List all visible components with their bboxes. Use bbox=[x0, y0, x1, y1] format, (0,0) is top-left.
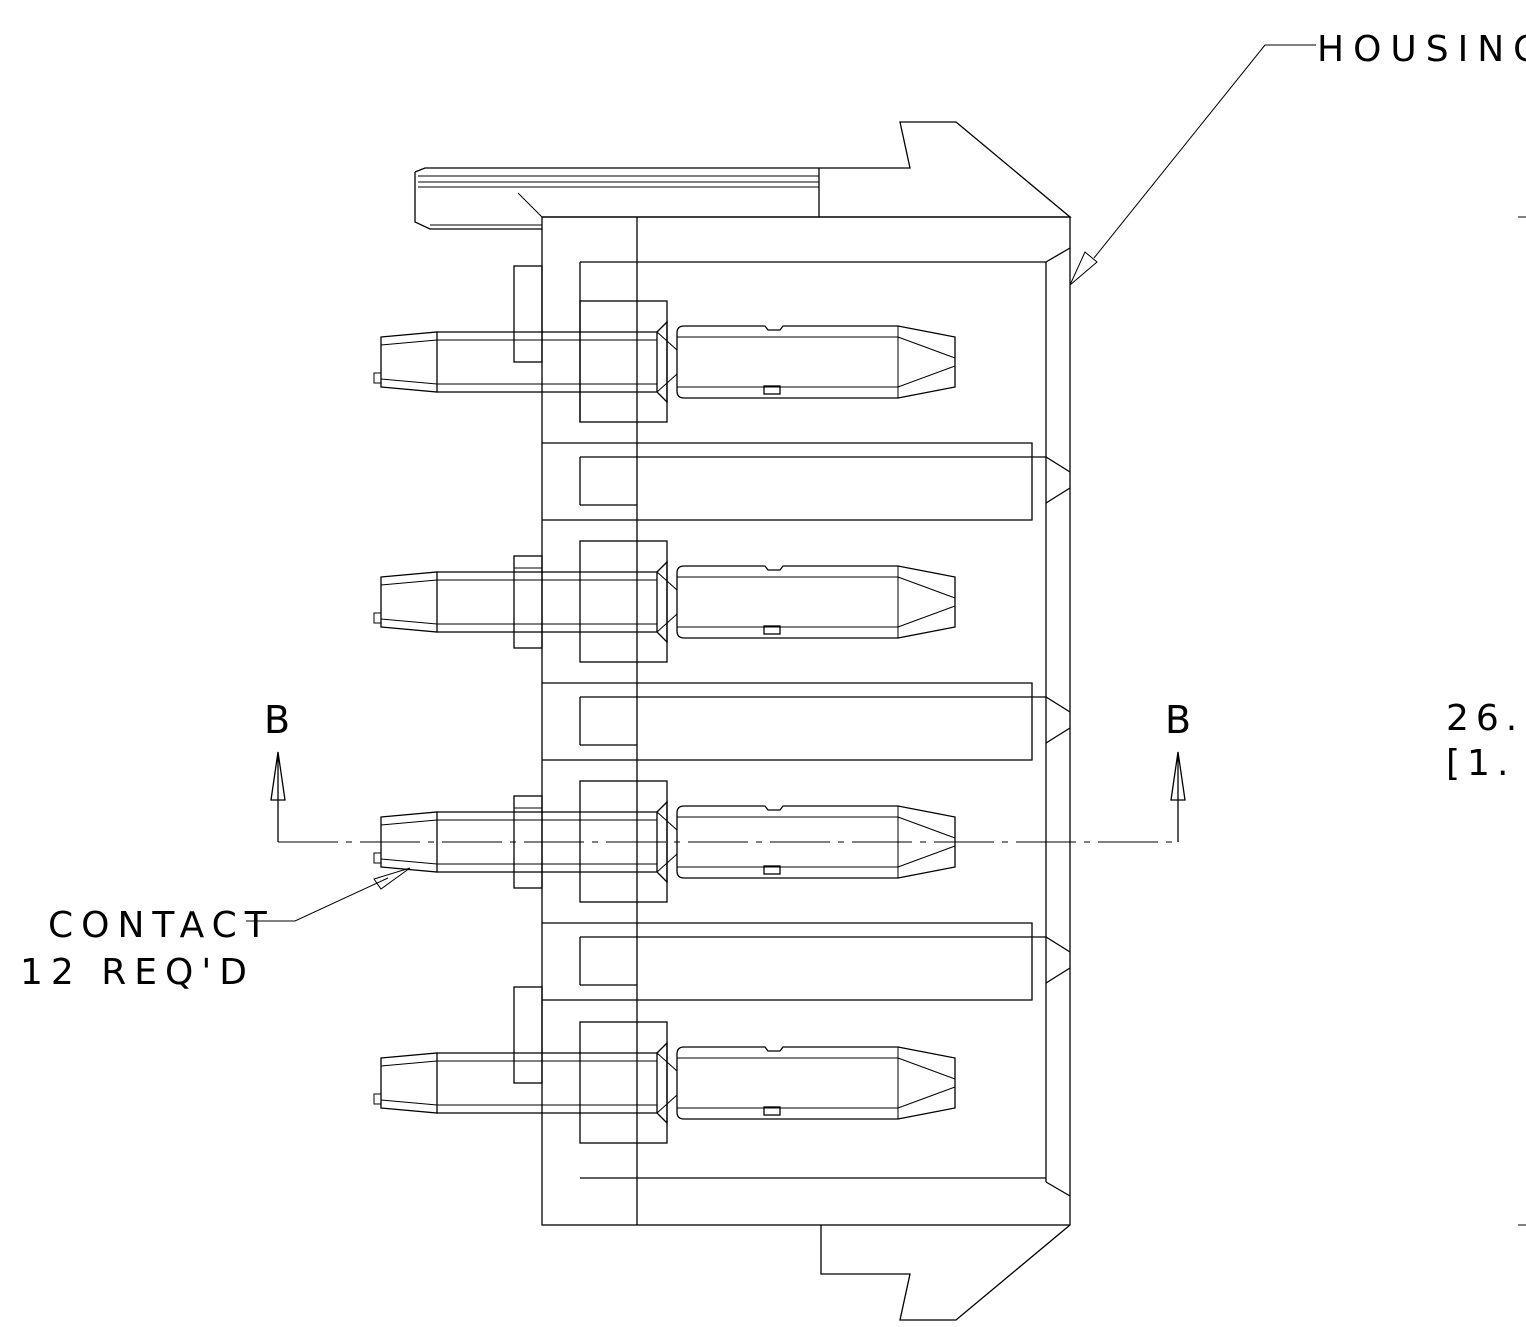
contact-label: CONTACT bbox=[48, 905, 275, 946]
dimension-fragment: 26. [1. bbox=[1446, 216, 1526, 1226]
contact-pin bbox=[373, 986, 956, 1144]
dimension-value: 26. bbox=[1446, 698, 1524, 739]
section-label-left: B bbox=[264, 698, 290, 742]
housing-body bbox=[414, 121, 1072, 1321]
contact-callout: CONTACT 12 REQ'D bbox=[20, 867, 411, 993]
section-label-right: B bbox=[1165, 698, 1191, 742]
leader-arrowhead-icon bbox=[373, 867, 411, 890]
section-arrow-right-icon bbox=[1170, 751, 1186, 801]
contact-pin bbox=[373, 265, 956, 423]
section-line-b-b: B B bbox=[264, 698, 1191, 843]
contact-pin bbox=[373, 780, 956, 903]
leader-arrowhead-icon bbox=[1069, 251, 1098, 286]
housing-callout: HOUSING bbox=[1069, 29, 1526, 286]
section-arrow-left-icon bbox=[270, 751, 286, 801]
contact-quantity-label: 12 REQ'D bbox=[20, 952, 255, 993]
contacts-layer bbox=[373, 265, 956, 1144]
dimension-value-inch: [1. bbox=[1446, 743, 1515, 784]
contact-pin bbox=[373, 540, 956, 663]
cavity-walls bbox=[542, 261, 1071, 1179]
housing-label: HOUSING bbox=[1317, 29, 1526, 70]
